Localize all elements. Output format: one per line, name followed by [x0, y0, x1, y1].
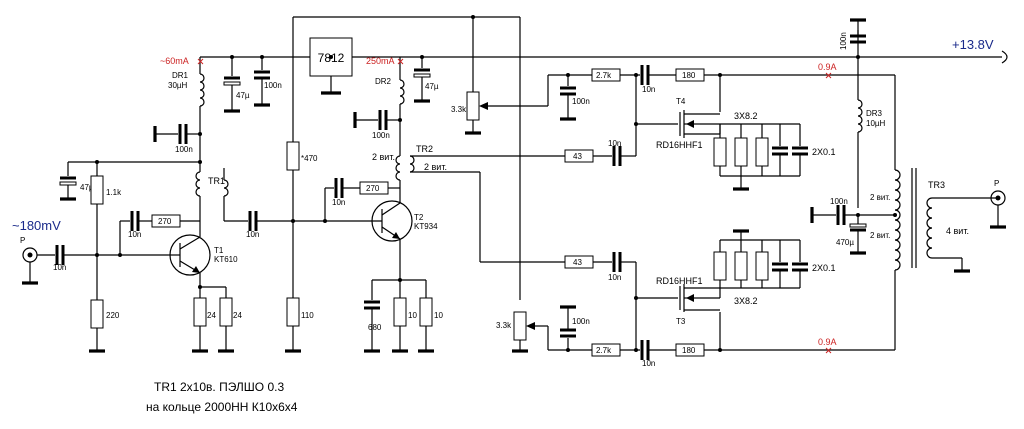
t3-gate-network: 43 10n	[480, 252, 678, 350]
tr2-primary-turns: 2 вит.	[372, 152, 395, 162]
svg-text:180: 180	[682, 346, 696, 355]
svg-text:270: 270	[366, 184, 380, 193]
svg-text:100n: 100n	[175, 145, 193, 154]
t2-collector-network: TR2 2 вит. 100n DR2 250mA 47µ 2 вит.	[353, 55, 565, 262]
transistor-t2: T2 KT934	[355, 188, 438, 280]
svg-text:270: 270	[158, 217, 172, 226]
svg-text:47µ: 47µ	[80, 183, 94, 192]
svg-text:100n: 100n	[264, 81, 282, 90]
svg-text:47µ: 47µ	[236, 91, 250, 100]
transistor-t1: T1 KT610	[168, 221, 238, 287]
svg-text:3.3k: 3.3k	[496, 321, 512, 330]
svg-text:2.7k: 2.7k	[596, 71, 612, 80]
input-level-label: ~180mV	[12, 218, 61, 233]
svg-text:10: 10	[434, 311, 443, 320]
svg-text:10n: 10n	[608, 139, 621, 148]
output-supply-network: 100n DR3 10µH 100n 470µ	[810, 18, 895, 255]
t1-type: KT610	[214, 255, 238, 264]
regulator-7812: 7812	[309, 37, 353, 95]
transistor-t3: RD16HHF1 T3	[656, 276, 721, 326]
svg-text:10n: 10n	[128, 230, 141, 239]
svg-text:680: 680	[368, 323, 382, 332]
tr2-label: TR2	[416, 144, 433, 154]
note-line-1: TR1 2x10в. ПЭЛШО 0.3	[154, 380, 284, 394]
capacitor-input: 10n	[53, 245, 97, 272]
svg-text:2X0.1: 2X0.1	[812, 263, 836, 273]
svg-text:2.7k: 2.7k	[596, 346, 612, 355]
dr1-decoupling: 47µ 100n	[223, 55, 282, 113]
t3-type: RD16HHF1	[656, 276, 703, 286]
t2-type: KT934	[414, 222, 438, 231]
winding-notes: TR1 2x10в. ПЭЛШО 0.3 на кольце 2000НН К1…	[146, 380, 298, 414]
t2-name: T2	[414, 213, 424, 222]
svg-text:10n: 10n	[608, 273, 621, 282]
current-stage1: ~60mA	[160, 56, 189, 66]
svg-text:100n: 100n	[839, 32, 848, 50]
stage1-bias: 47µ 1.1k 220	[59, 160, 200, 353]
svg-text:2X0.1: 2X0.1	[812, 147, 836, 157]
svg-text:10n: 10n	[53, 263, 66, 272]
t1-collector-network: TR1 100n DR1 30µH ~60mA 10n	[153, 56, 355, 239]
t3-source-network: 3X8.2 2X0.1	[713, 229, 836, 306]
t4-name: T4	[676, 97, 686, 106]
tr2-secondary-turns: 2 вит.	[424, 162, 447, 172]
svg-text:43: 43	[573, 258, 582, 267]
svg-text:3.3k: 3.3k	[451, 105, 467, 114]
svg-text:1.1k: 1.1k	[106, 188, 122, 197]
svg-text:10n: 10n	[246, 230, 259, 239]
output-port: P	[990, 179, 1006, 229]
t4-bias-network: 3.3k 100n 2.7k 10n 180 0.9A 43	[451, 62, 895, 166]
svg-text:100n: 100n	[572, 317, 590, 326]
svg-text:3X8.2: 3X8.2	[734, 111, 758, 121]
transformer-tr3: TR3 2 вит. 2 вит. 4 вит.	[870, 75, 998, 350]
svg-text:10n: 10n	[642, 359, 655, 368]
stage1-feedback: 10n 270	[118, 211, 200, 257]
note-line-2: на кольце 2000НН К10х6х4	[146, 400, 298, 414]
svg-text:3X8.2: 3X8.2	[734, 296, 758, 306]
t4-type: RD16HHF1	[656, 140, 703, 150]
bias-top-wire	[292, 15, 521, 300]
t1-name: T1	[214, 246, 224, 255]
svg-text:10: 10	[408, 311, 417, 320]
svg-text:*470: *470	[301, 154, 318, 163]
svg-text:100n: 100n	[572, 97, 590, 106]
svg-text:470µ: 470µ	[836, 238, 854, 247]
tr3-secondary-turns: 4 вит.	[946, 226, 969, 236]
svg-text:100n: 100n	[830, 197, 848, 206]
input-port: P ~180mV	[12, 218, 61, 285]
tr1-label: TR1	[208, 176, 225, 186]
current-final-top: 0.9A	[818, 62, 837, 72]
svg-text:24: 24	[207, 311, 216, 320]
current-final-bottom: 0.9A	[818, 337, 837, 347]
t2-emitter-network: 680 10 10	[364, 278, 443, 353]
stage2-bias: *470 110	[285, 57, 318, 353]
svg-text:43: 43	[573, 152, 582, 161]
svg-text:47µ: 47µ	[425, 82, 439, 91]
dr2-name: DR2	[375, 77, 392, 86]
dr1-value: 30µH	[168, 81, 188, 90]
tr3-primary-top: 2 вит.	[870, 193, 890, 202]
svg-text:10n: 10n	[642, 85, 655, 94]
t1-emitter-resistors: 24 24	[192, 285, 242, 353]
svg-text:100n: 100n	[372, 131, 390, 140]
svg-text:180: 180	[682, 71, 696, 80]
t3-name: T3	[676, 317, 686, 326]
dr3-value: 10µH	[866, 119, 886, 128]
tr3-label: TR3	[928, 180, 945, 190]
tr3-primary-bottom: 2 вит.	[870, 231, 890, 240]
output-port-label: P	[994, 179, 999, 188]
dr1-name: DR1	[172, 71, 189, 80]
t3-bias-network: 3.3k 100n 2.7k 10n 180 0.9A	[496, 305, 895, 368]
dr3-name: DR3	[866, 109, 883, 118]
current-stage2: 250mA	[366, 56, 395, 66]
svg-text:110: 110	[301, 311, 314, 320]
svg-text:10n: 10n	[332, 198, 345, 207]
t4-source-network: 3X8.2 2X0.1	[713, 111, 836, 191]
svg-text:24: 24	[233, 311, 242, 320]
stage2-feedback: 10n 270	[323, 178, 400, 223]
supply-voltage-label: +13.8V	[952, 37, 994, 52]
input-port-label: P	[20, 236, 25, 245]
svg-text:220: 220	[106, 311, 120, 320]
